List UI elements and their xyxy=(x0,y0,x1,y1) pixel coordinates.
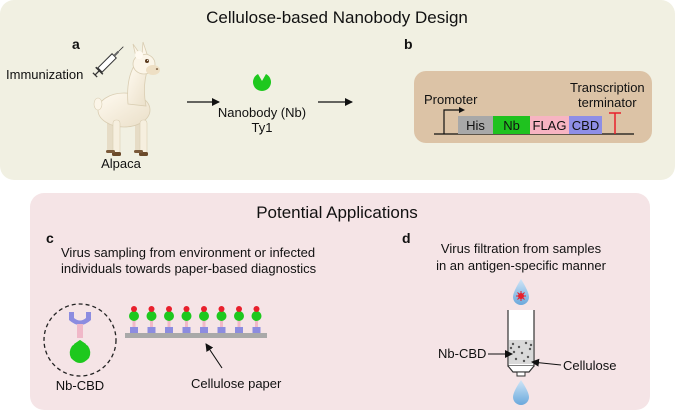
syringe-icon xyxy=(92,46,124,78)
dashed-circle xyxy=(43,303,117,377)
paper-pointer-arrow xyxy=(205,343,223,369)
promoter-label: Promoter xyxy=(424,92,478,107)
paper-bound-nanobody xyxy=(129,306,139,333)
paper-bound-nanobody xyxy=(251,306,262,333)
construct-segment-flag xyxy=(530,116,569,134)
cellulose-paper xyxy=(125,306,267,338)
column-nb-cbd-label: Nb-CBD xyxy=(438,346,486,361)
promoter-arrow-icon xyxy=(443,109,462,134)
nb-cbd-label: Nb-CBD xyxy=(56,378,104,393)
construct-segment-nb xyxy=(493,116,530,134)
panel-label-c: c xyxy=(46,230,54,246)
design-panel-title: Cellulose-based Nanobody Design xyxy=(206,8,468,27)
c-description-line1: Virus sampling from environment or infec… xyxy=(61,245,315,260)
paper-bound-nanobody xyxy=(146,306,157,333)
applications-panel-background xyxy=(30,193,650,410)
d-description-line2: in an antigen-specific manner xyxy=(436,258,606,273)
construct-segment-label: FLAG xyxy=(533,118,567,133)
applications-panel: Potential Applications c d Virus samplin… xyxy=(30,193,650,410)
panel-label-d: d xyxy=(402,230,411,246)
filtration-column xyxy=(507,279,535,405)
cellulose-paper-label: Cellulose paper xyxy=(191,376,282,391)
nanobody-name: Ty1 xyxy=(252,120,273,135)
construct-segment-label: CBD xyxy=(572,118,599,133)
terminator-label-2: terminator xyxy=(578,95,637,110)
design-panel: Cellulose-based Nanobody Design a b Immu… xyxy=(0,0,675,180)
construct-segment-cbd xyxy=(569,116,602,134)
panel-label-b: b xyxy=(404,36,413,52)
construct-segment-label: Nb xyxy=(503,118,520,133)
terminator-icon xyxy=(609,112,621,134)
captured-virus-particles xyxy=(509,341,533,363)
paper-bound-nanobody xyxy=(234,306,244,333)
alpaca-label: Alpaca xyxy=(101,156,142,171)
paper-strip xyxy=(125,333,267,338)
filtrate-droplet-icon xyxy=(513,380,529,405)
applications-panel-title: Potential Applications xyxy=(256,203,418,222)
nanobody-label: Nanobody (Nb) xyxy=(218,105,306,120)
gene-construct: Promoter Transcription terminator His Nb F… xyxy=(414,71,652,143)
alpaca-illustration xyxy=(93,41,160,156)
column-cellulose-label: Cellulose xyxy=(563,358,616,373)
nanobody-icon xyxy=(253,74,271,92)
construct-segments: His Nb FLAG CBD xyxy=(458,116,602,134)
terminator-label: Transcription xyxy=(570,80,645,95)
construct-segment-his xyxy=(458,116,493,134)
nb-cbd-molecule xyxy=(43,303,117,377)
immunization-label: Immunization xyxy=(6,67,83,82)
paper-bound-nanobody xyxy=(181,306,192,333)
d-description-line1: Virus filtration from samples xyxy=(441,241,602,256)
paper-bound-nanobody xyxy=(216,306,227,333)
c-description-line2: individuals towards paper-based diagnost… xyxy=(61,261,317,276)
panel-label-a: a xyxy=(72,36,80,52)
construct-segment-label: His xyxy=(466,118,485,133)
column-cellulose-arrow xyxy=(531,358,562,367)
paper-bound-nanobody xyxy=(199,306,209,333)
paper-bound-nanobody xyxy=(164,306,174,333)
